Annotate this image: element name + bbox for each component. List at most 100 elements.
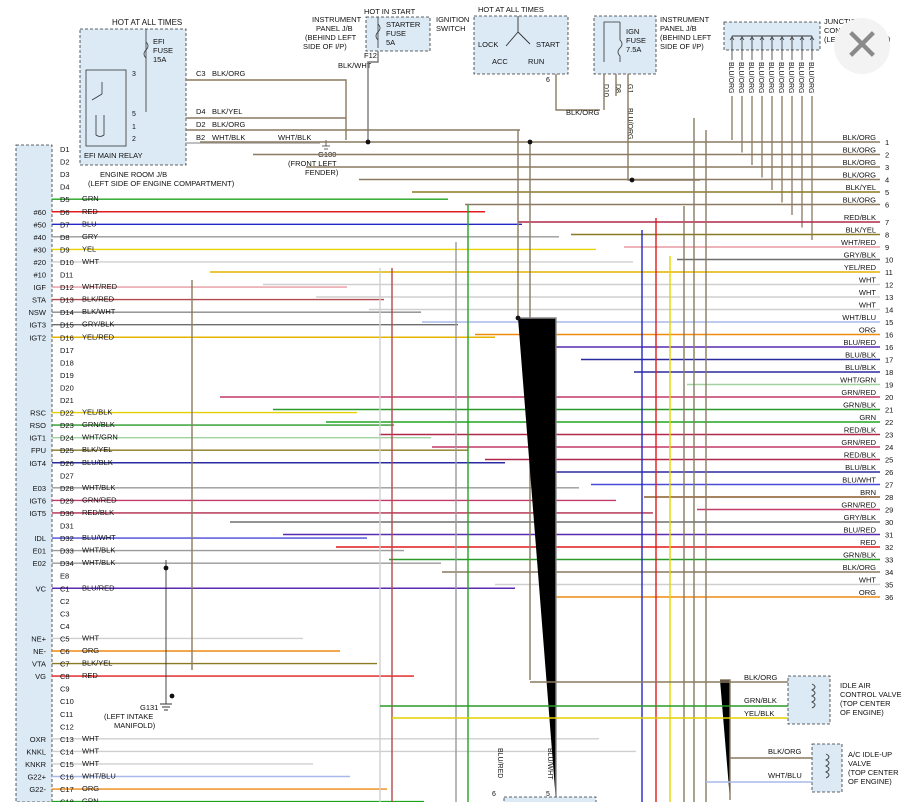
ign-fuse-line2: FUSE	[626, 36, 646, 45]
ecm-pin-label: C1	[60, 584, 70, 593]
switch-pin-6: 6	[546, 77, 550, 84]
ecm-signal-label: #60	[33, 208, 46, 217]
right-wire-label: BLU/BLK	[845, 463, 876, 472]
ecm-pin-label: D10	[60, 258, 74, 267]
right-wire-label: BLK/ORG	[843, 133, 877, 142]
ecm-wire-label: WHT	[82, 759, 99, 768]
right-wire-label: WHT	[859, 301, 876, 310]
right-wire-label: GRN	[859, 413, 876, 422]
ground-icon	[322, 140, 330, 150]
ecm-pin-label: D33	[60, 547, 74, 556]
ecm-wire-label: WHT/BLK	[82, 483, 115, 492]
ecm-signal-label: VTA	[32, 660, 46, 669]
ecm-pin-label: D30	[60, 509, 74, 518]
ecm-wire-label: GRN	[82, 797, 99, 802]
ecm-signal-label: VG	[35, 672, 46, 681]
ecm-wire-label: WHT/RED	[82, 282, 118, 291]
ecm-pin-label: D25	[60, 446, 74, 455]
right-terminal-number: 11	[885, 268, 893, 277]
ecm-signal-label: #20	[33, 258, 46, 267]
ign-fuse-box	[593, 15, 657, 75]
right-terminal-number: 3	[885, 163, 889, 172]
ecm-wire-label: GRY	[82, 232, 98, 241]
jc-line1: JUNCTION	[824, 17, 862, 26]
right-wire-label: WHT/GRN	[840, 376, 876, 385]
right-wire-label: GRN/BLK	[843, 401, 876, 410]
right-wire-label: GRY/BLK	[844, 513, 876, 522]
ecm-pin-label: D5	[60, 195, 70, 204]
ecm-pin-label: D29	[60, 496, 74, 505]
right-terminal-number: 5	[885, 188, 889, 197]
ecm-wire-label: GRY/BLK	[82, 320, 114, 329]
ecm-pin-label: D13	[60, 296, 74, 305]
ecm-pin-label: D28	[60, 484, 74, 493]
chevron-up-icon	[759, 36, 765, 41]
ecm-pin-label: D4	[60, 183, 70, 192]
pin-d8: D8	[614, 84, 621, 93]
jc-wire-label: BLU/ORG	[777, 62, 784, 94]
ecm-signal-label: RSO	[30, 421, 46, 430]
ecm-signal-label: G22+	[27, 773, 46, 782]
right-wire-label: BLU/BLK	[845, 363, 876, 372]
ecm-pin-label: C7	[60, 660, 70, 669]
right-terminal-number: 7	[885, 218, 889, 227]
wire-c3: BLK/ORG	[212, 69, 246, 78]
iac-valve-group: BLK/ORG GRN/BLK YEL/BLK IDLE AIR CONTROL…	[380, 673, 902, 725]
right-terminal-number: 16	[885, 343, 893, 352]
ecm-pin-label: D16	[60, 333, 74, 342]
ip-jb-right-line2: PANEL J/B	[660, 24, 697, 33]
right-wire-label: RED	[860, 538, 876, 547]
ecm-pin-label: D26	[60, 459, 74, 468]
ecm-signal-label: IGF	[34, 283, 47, 292]
right-terminal-number: 25	[885, 456, 893, 465]
ecm-pin-label: D6	[60, 208, 70, 217]
ac-wire-1: BLK/ORG	[768, 747, 802, 756]
ecm-pin-label: C17	[60, 785, 74, 794]
g100-line3: FENDER)	[305, 168, 339, 177]
ecm-pin-label: C15	[60, 760, 74, 769]
ignition-switch-group: IGNITION SWITCH HOT AT ALL TIMES LOCK ST…	[436, 5, 600, 117]
starter-fuse-line1: STARTER	[386, 20, 421, 29]
ecm-pin-label: D24	[60, 434, 74, 443]
f12-label: F12	[364, 51, 377, 60]
ecm-signal-label: KNKR	[25, 760, 46, 769]
right-terminal-number: 23	[885, 431, 893, 440]
right-wire-label: WHT/RED	[841, 238, 877, 247]
ecm-wire-label: BLK/YEL	[82, 659, 112, 668]
right-wire-label: BLU/RED	[843, 526, 876, 535]
ecm-signal-label: OXR	[30, 735, 47, 744]
relay-pin-1: 1	[132, 124, 136, 131]
ecm-pin-label: D34	[60, 559, 74, 568]
switch-start: START	[536, 40, 560, 49]
close-button[interactable]: ✕	[834, 18, 890, 74]
ip-jb-left-line2: PANEL J/B	[316, 24, 353, 33]
ecm-wire-label: WHT/BLU	[82, 772, 116, 781]
ecm-connector-box	[15, 144, 53, 802]
g131-line1: G131	[140, 703, 158, 712]
right-wire-label: GRY/BLK	[844, 251, 876, 260]
ecm-signal-label: FPU	[31, 446, 46, 455]
right-wire-label: YEL/RED	[844, 263, 877, 272]
switch-run: RUN	[528, 57, 544, 66]
ignition-switch-box	[473, 15, 569, 75]
right-terminal-number: 34	[885, 568, 893, 577]
jc-wire-label: BLU/ORG	[787, 62, 794, 94]
ip-jb-right-line1: INSTRUMENT	[660, 15, 710, 24]
ecm-wire-label: BLU	[82, 219, 97, 228]
right-terminal-number: 6	[885, 201, 889, 210]
right-terminal-number: 22	[885, 418, 893, 427]
right-wire-label: ORG	[859, 326, 876, 335]
iac-wire-2: GRN/BLK	[744, 696, 777, 705]
hot-in-start: HOT IN START	[364, 7, 416, 16]
iac-label-3: (TOP CENTER	[840, 699, 891, 708]
wire-g100: WHT/BLK	[278, 133, 311, 142]
ip-jb-left-line4: SIDE OF I/P)	[303, 42, 347, 51]
right-wire-label: BRN	[860, 488, 876, 497]
chevron-up-icon	[779, 36, 785, 41]
ecm-pin-label: D3	[60, 170, 70, 179]
chevron-up-icon	[729, 36, 735, 41]
ignition-switch-line1: IGNITION	[436, 15, 469, 24]
ecm-pin-label: D7	[60, 220, 70, 229]
right-terminal-number: 18	[885, 368, 893, 377]
wire-b2: WHT/BLK	[212, 133, 245, 142]
